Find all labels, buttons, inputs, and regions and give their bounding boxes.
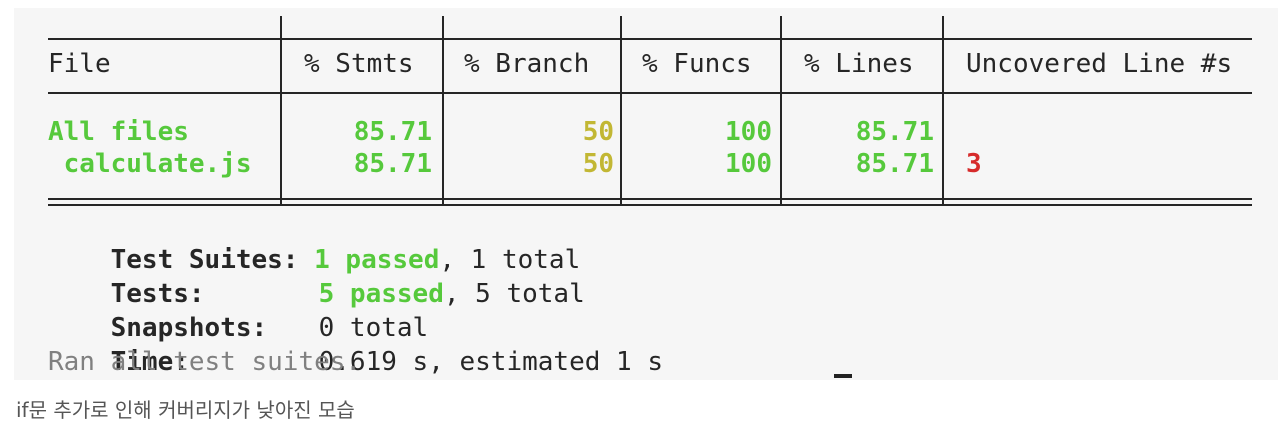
summary-snapshots: Snapshots: 0 total <box>48 280 429 343</box>
column-divider <box>780 16 782 206</box>
header-file: File <box>48 49 111 79</box>
summary-label: Tests: <box>110 279 205 309</box>
table-header-row: File % Stmts % Branch % Funcs % Lines Un… <box>48 48 1252 80</box>
row-stmts: 85.71 <box>353 149 432 179</box>
row-stmts: 85.71 <box>353 117 432 147</box>
terminal-cursor <box>834 374 852 378</box>
summary-tests: Tests: 5 passed, 5 total <box>48 246 585 309</box>
summary-value: 0 total <box>318 313 429 343</box>
summary-label: Snapshots: <box>110 313 268 343</box>
summary-time: Time: 0.619 s, estimated 1 s <box>48 314 663 377</box>
header-uncovered: Uncovered Line #s <box>966 49 1233 79</box>
header-stmts: % Stmts <box>304 49 414 79</box>
header-branch: % Branch <box>464 49 590 79</box>
column-divider <box>442 16 444 206</box>
row-lines: 85.71 <box>855 117 934 147</box>
row-lines: 85.71 <box>855 149 934 179</box>
summary-passed: 5 passed <box>318 279 444 309</box>
summary-ran-all: Ran all test suites. <box>48 347 362 377</box>
summary-total: , 1 total <box>439 245 581 275</box>
table-bottom-border-2 <box>48 204 1252 206</box>
summary-value: 0.619 s, estimated 1 s <box>318 347 663 377</box>
row-funcs: 100 <box>725 149 772 179</box>
row-branch: 50 <box>582 117 614 147</box>
summary-passed: 1 passed <box>314 245 440 275</box>
terminal-output: File % Stmts % Branch % Funcs % Lines Un… <box>14 8 1278 380</box>
row-funcs: 100 <box>725 117 772 147</box>
table-header-border <box>48 92 1252 94</box>
table-bottom-border <box>48 198 1252 200</box>
column-divider <box>942 16 944 206</box>
column-divider <box>280 16 282 206</box>
row-branch: 50 <box>582 149 614 179</box>
row-file: calculate.js <box>48 149 252 179</box>
table-row: calculate.js 85.71 50 100 85.71 3 <box>48 148 1252 180</box>
summary-test-suites: Test Suites: 1 passed, 1 total <box>48 212 581 275</box>
table-top-border <box>48 38 1252 40</box>
row-uncovered: 3 <box>966 149 982 179</box>
summary-label: Test Suites: <box>110 245 299 275</box>
header-lines: % Lines <box>804 49 914 79</box>
column-divider <box>620 16 622 206</box>
table-row: All files 85.71 50 100 85.71 <box>48 116 1252 148</box>
header-funcs: % Funcs <box>642 49 752 79</box>
image-caption: if문 추가로 인해 커버리지가 낮아진 모습 <box>16 398 355 422</box>
row-file: All files <box>48 117 189 147</box>
summary-total: , 5 total <box>443 279 585 309</box>
summary-label: Time: <box>110 347 189 377</box>
